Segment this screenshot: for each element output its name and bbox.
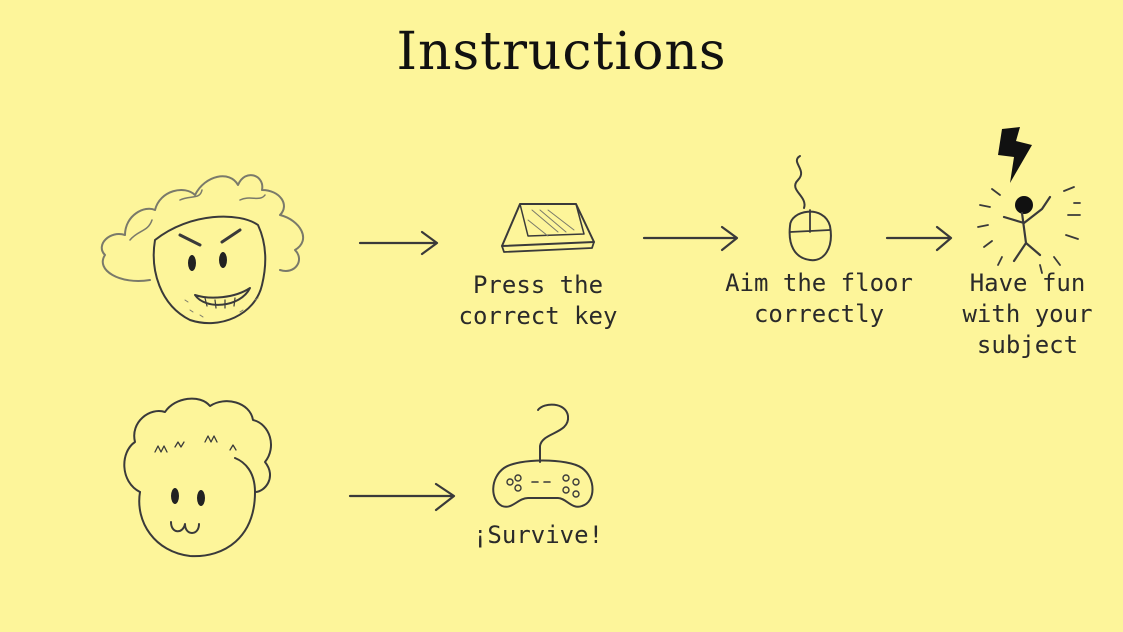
gamepad-icon xyxy=(492,403,594,508)
page-title: Instructions xyxy=(396,22,727,82)
villain-face-icon xyxy=(100,174,304,325)
arrow-icon xyxy=(642,225,739,252)
step-survive-label: ¡Survive! xyxy=(472,521,604,549)
mouse-icon xyxy=(788,155,832,262)
arrow-icon xyxy=(885,225,953,252)
survivor-face-icon xyxy=(123,397,272,558)
electrocuted-stickman-icon xyxy=(977,127,1081,274)
step-aim-floor-label: Aim the floor correctly xyxy=(725,269,913,328)
step-have-fun-label: Have fun with your subject xyxy=(962,269,1093,359)
arrow-icon xyxy=(358,230,439,256)
key-icon xyxy=(501,203,595,253)
arrow-icon xyxy=(348,482,456,512)
step-press-key-label: Press the correct key xyxy=(458,271,618,330)
